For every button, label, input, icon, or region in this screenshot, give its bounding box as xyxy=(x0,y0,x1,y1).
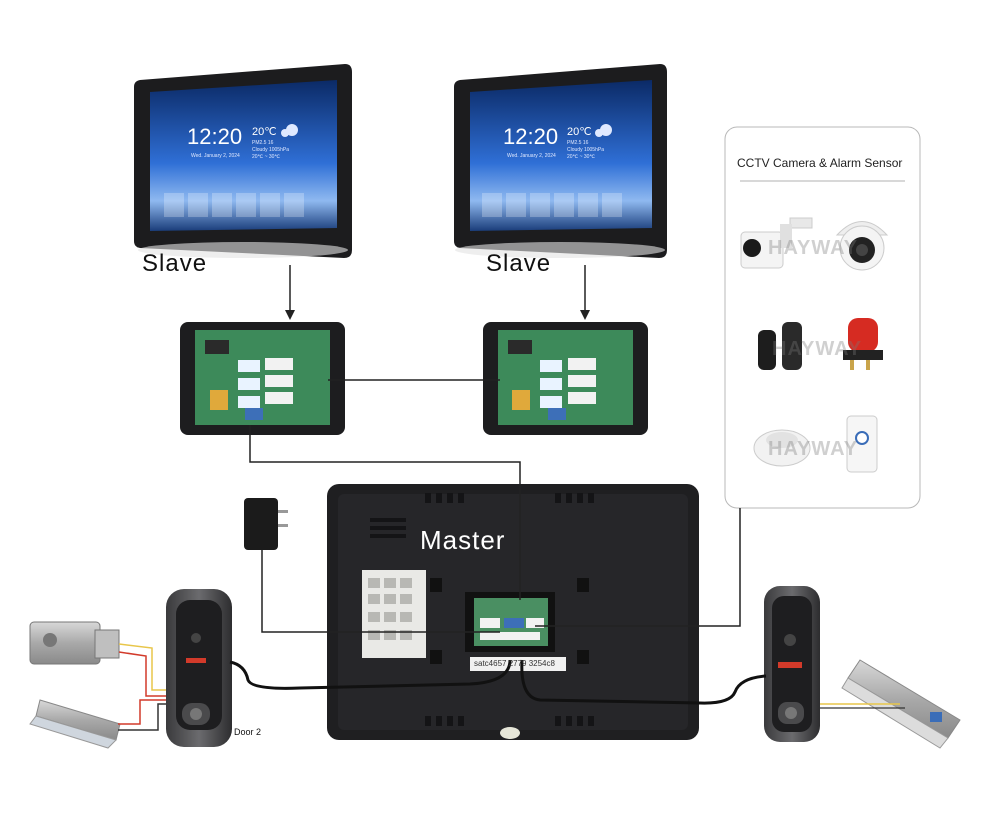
alarm-siren-icon xyxy=(843,318,883,370)
power-adapter-icon xyxy=(244,498,288,550)
weather-line1-1: PM2.5 16 xyxy=(252,140,274,146)
clock-1: 12:20 xyxy=(187,124,243,149)
weather-line3-2: 20℃ ~ 30℃ xyxy=(567,154,596,160)
app-tiles xyxy=(164,193,304,217)
door-station-1 xyxy=(764,586,820,742)
bullet-camera-icon xyxy=(740,217,813,269)
watermark-1: HAYWAY xyxy=(768,237,859,259)
slave-board-2 xyxy=(483,322,648,435)
sensor-panel-title: CCTV Camera & Alarm Sensor xyxy=(737,156,903,170)
magnetic-lock-icon xyxy=(29,699,121,749)
sensor-panel xyxy=(724,126,921,509)
beam-sensor-icon xyxy=(758,322,802,370)
weather-line2-2: Cloudy 1005hPa xyxy=(567,147,604,153)
smoke-detector-icon xyxy=(753,429,811,467)
master-serial: satc4657 2779 3254c8 xyxy=(474,659,555,668)
pir-sensor-icon xyxy=(846,415,878,473)
slave-monitor-1 xyxy=(134,64,352,258)
watermark-3: HAYWAY xyxy=(768,438,859,460)
slave-monitor-2 xyxy=(454,64,667,258)
door-station-2 xyxy=(166,589,232,747)
app-tiles xyxy=(482,193,622,217)
date-2: Wed. January 2, 2024 xyxy=(507,153,556,159)
wires xyxy=(118,379,905,731)
slave-arrow-1 xyxy=(285,265,295,320)
drop-bolt-lock-icon xyxy=(841,659,961,749)
temperature-1: 20℃ xyxy=(252,126,277,138)
clock-2: 12:20 xyxy=(503,124,559,149)
date-1: Wed. January 2, 2024 xyxy=(191,153,240,159)
weather-line2-1: Cloudy 1005hPa xyxy=(252,147,289,153)
slave-label-1: Slave xyxy=(142,250,208,277)
master-label: Master xyxy=(420,525,506,555)
slave-board-1 xyxy=(180,322,345,435)
temperature-2: 20℃ xyxy=(567,126,592,138)
watermark-2: HAYWAY xyxy=(772,338,863,360)
door-2-label: Door 2 xyxy=(234,727,262,737)
electric-lock-icon xyxy=(29,621,120,665)
weather-line1-2: PM2.5 16 xyxy=(567,140,589,146)
slave-arrow-2 xyxy=(580,265,590,320)
slave-label-2: Slave xyxy=(486,250,552,277)
master-monitor xyxy=(327,484,699,740)
weather-line3-1: 20℃ ~ 30℃ xyxy=(252,154,281,160)
dome-camera-icon xyxy=(835,221,889,271)
